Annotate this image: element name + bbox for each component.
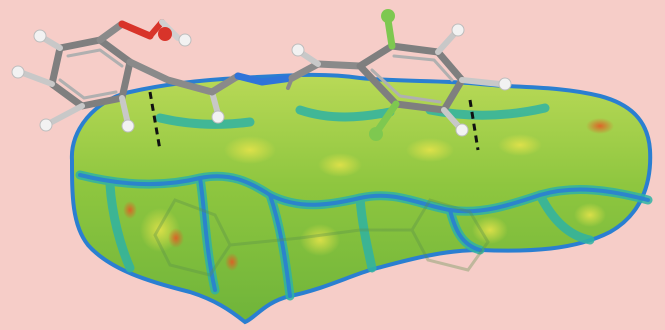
surface-patch: [224, 136, 276, 164]
hydrogen-atom: [291, 43, 305, 57]
fluorine-substituents: [369, 9, 400, 141]
surface-patch: [574, 203, 606, 227]
fluorine-atom: [369, 127, 383, 141]
fluorophenyl-hydrogens: [435, 23, 512, 137]
contact-line-left: [148, 91, 162, 151]
surface-patch: [472, 216, 508, 244]
fluorophenyl-ring-inner: [370, 54, 454, 104]
surface-patch: [300, 224, 340, 256]
hydrogen-atom: [121, 119, 135, 133]
hirshfeld-surface-icon: [69, 72, 653, 325]
phenol-hydrogens: [11, 29, 135, 133]
hydrogen-atom: [11, 65, 25, 79]
surface-patch: [318, 153, 362, 177]
hotspot: [123, 201, 137, 219]
surface-ridge-highlights: [78, 173, 650, 298]
contact-line-right: [468, 99, 480, 151]
hotspot: [586, 118, 614, 134]
hydrogen-atom: [455, 123, 469, 137]
hydrogen-atom: [39, 118, 53, 132]
hotspot: [225, 253, 239, 271]
hydrogen-atom: [451, 23, 465, 37]
hydrogen-atom: [498, 77, 512, 91]
inner-molecule-shadow: [153, 198, 490, 277]
azine-linker: [126, 43, 364, 124]
surface-patch: [406, 138, 454, 162]
dashed-contact-line-icon: [148, 91, 480, 151]
hydrogen-atom: [211, 110, 225, 124]
fluorine-atom: [381, 9, 395, 23]
phenol-ring-inner: [58, 48, 124, 100]
hotspot: [168, 228, 184, 248]
hydrogen-atom: [178, 33, 192, 47]
hydrogen-atom: [33, 29, 47, 43]
molecule-ball-stick-icon: [11, 9, 512, 141]
surface-patch: [498, 134, 542, 156]
oxygen-atom: [158, 27, 172, 41]
hydroxyl-group: [96, 19, 192, 47]
